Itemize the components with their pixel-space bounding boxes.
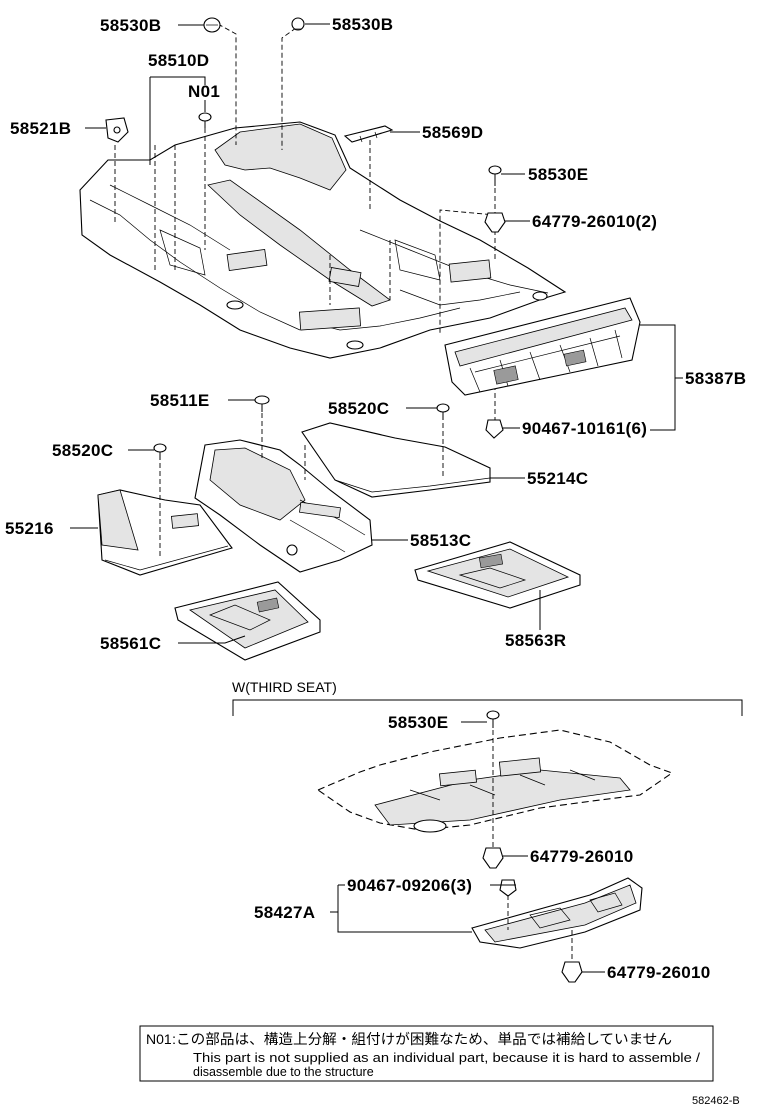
label-58510d: 58510D [148, 51, 209, 70]
label-64779-26010-third-lower: 64779-26010 [607, 963, 711, 982]
note-english-line1: This part is not supplied as an individu… [193, 1051, 701, 1065]
label-58530e-third: 58530E [388, 713, 448, 732]
clip-58520c-left-icon [153, 443, 167, 460]
tray-58563r [414, 541, 581, 609]
label-58511e: 58511E [150, 391, 209, 410]
screw-90467-10161-icon [485, 419, 504, 439]
label-58569d: 58569D [422, 123, 483, 142]
label-55214c: 55214C [527, 469, 588, 488]
label-58387b: 58387B [685, 369, 746, 388]
label-58561c: 58561C [100, 634, 161, 653]
third-seat-bracket [232, 699, 743, 716]
label-58513c: 58513C [410, 531, 471, 550]
label-90467-09206-3: 90467-09206(3) [347, 876, 472, 895]
label-55216: 55216 [5, 519, 54, 538]
label-58427a: 58427A [254, 903, 315, 922]
label-58530e-top: 58530E [528, 165, 588, 184]
n01-note-box: N01 :この部品は、構造上分解・組付けが困難なため、単品では補給していません … [139, 1025, 714, 1082]
clip-64779-third-upper-icon [482, 847, 504, 869]
label-64779-26010-third-upper: 64779-26010 [530, 847, 634, 866]
floor-carpet-58510d [79, 121, 567, 359]
clip-64779-third-lower-icon [561, 961, 583, 983]
label-58520c-left: 58520C [52, 441, 113, 460]
label-n01-marker: N01 [188, 82, 220, 101]
third-seat-title: W(THIRD SEAT) [232, 679, 337, 695]
label-58521b: 58521B [10, 119, 71, 138]
label-58563r: 58563R [505, 631, 566, 650]
tray-58561c [174, 581, 321, 661]
label-leaders [70, 23, 683, 973]
label-58530b-right: 58530B [332, 15, 393, 34]
label-64779-26010-2: 64779-26010(2) [532, 212, 657, 231]
label-58530b-left: 58530B [100, 16, 161, 35]
tunnel-58513c [194, 395, 373, 573]
fasteners-top [105, 17, 506, 439]
clip-64779-top-icon [484, 212, 506, 233]
label-58520c-right: 58520C [328, 399, 389, 418]
rear-panel-58387b [444, 297, 641, 396]
panel-58427a [471, 877, 643, 983]
third-seat-carpet [316, 710, 674, 869]
clip-58530e-third-icon [486, 710, 500, 728]
clip-58530e-top-icon [488, 165, 502, 186]
note-japanese: :この部品は、構造上分解・組付けが困難なため、単品では補給していません [172, 1031, 672, 1047]
note-english-line2: disassemble due to the structure [193, 1065, 374, 1079]
drawing-code: 582462-B [692, 1095, 740, 1107]
screw-90467-09206-icon [499, 879, 517, 897]
label-90467-10161-6: 90467-10161(6) [522, 419, 647, 438]
clip-58520c-right-icon [436, 403, 450, 420]
bracket-58569d-icon [343, 125, 394, 143]
bracket-58521b-icon [105, 117, 129, 143]
clip-n01-icon [198, 112, 212, 128]
clip-58530b-right-icon [291, 17, 305, 31]
clip-58511e-icon [254, 395, 270, 412]
clip-58530b-left-icon [203, 17, 221, 33]
note-key: N01 [146, 1031, 172, 1047]
mat-55216 [97, 443, 233, 576]
